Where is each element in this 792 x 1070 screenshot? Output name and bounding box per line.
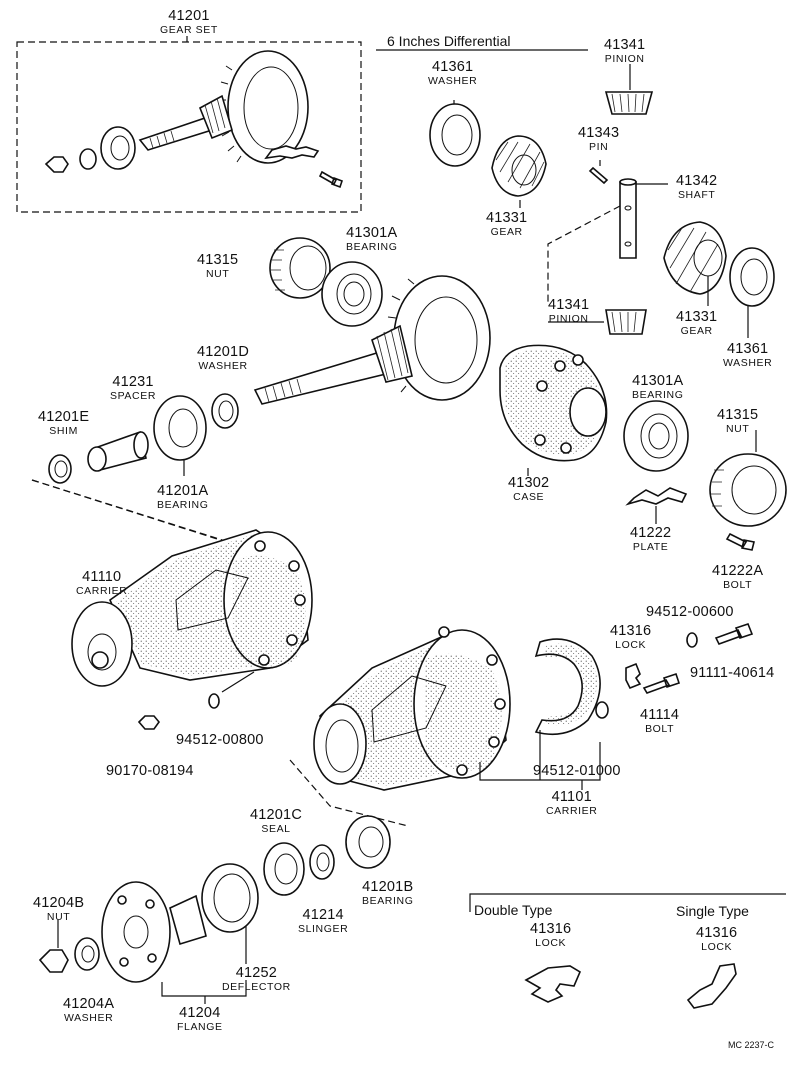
- diagram-header: 6 Inches Differential: [387, 33, 511, 49]
- bearing-41301A-right-drawing: [623, 400, 689, 472]
- gear-set-nut-drawing: [44, 156, 69, 173]
- flange-41204-drawing: [101, 881, 207, 983]
- bolt-41222A-drawing: [725, 532, 755, 551]
- lock-single-type-drawing: [686, 963, 737, 1009]
- washer-94512-00800-drawing: [208, 693, 220, 709]
- bolt-91111-drawing: [714, 623, 754, 645]
- washer-41204A-drawing: [74, 937, 100, 971]
- single-type-label: Single Type: [676, 903, 749, 919]
- washer-94512-01000-drawing: [595, 701, 609, 719]
- drive-pinion-shaft-drawing: [253, 324, 413, 405]
- side-gear-41331-top-drawing: [491, 135, 547, 197]
- bearing-41201B-drawing: [345, 815, 391, 869]
- lock-double-type-drawing: [524, 965, 582, 1003]
- pinion-41341-middle-drawing: [605, 309, 647, 335]
- washer-94512-00600-drawing: [686, 632, 698, 648]
- shaft-41342-drawing: [619, 178, 637, 259]
- part-label-91111-40614: 91111-40614: [690, 665, 775, 681]
- deflector-41252-drawing: [201, 863, 259, 933]
- plate-41222-drawing: [625, 487, 688, 506]
- gear-set-box: [16, 41, 362, 213]
- gear-set-plate-drawing: [264, 145, 320, 160]
- lock-41316-drawing: [625, 662, 642, 690]
- diagram-code: MC 2237-C: [728, 1040, 775, 1050]
- nut-41315-upper-drawing: [269, 237, 331, 299]
- carrier-41101-drawing: [313, 626, 511, 791]
- side-gear-41331-right-drawing: [663, 221, 727, 295]
- gear-set-bolt-drawing: [318, 170, 344, 189]
- nut-41315-right-drawing: [709, 453, 787, 527]
- pin-41343-drawing: [588, 166, 609, 185]
- carrier-41110-drawing: [71, 529, 313, 687]
- slinger-41214-drawing: [309, 844, 335, 880]
- washer-41201D-drawing: [211, 393, 239, 429]
- washer-41361-top-drawing: [429, 103, 481, 167]
- part-label-94512-00600: 94512-00600: [646, 604, 734, 620]
- washer-41361-right-drawing: [729, 247, 775, 307]
- gear-set-pinion-shaft-drawing: [138, 94, 233, 151]
- bearing-41201A-drawing: [153, 395, 207, 461]
- gear-set-ring-gear-drawing: [218, 50, 309, 164]
- part-label-90170-08194: 90170-08194: [106, 763, 194, 779]
- bolt-41114-drawing: [642, 672, 681, 694]
- pinion-41341-top-drawing: [604, 91, 654, 115]
- gear-set-washer-drawing: [79, 148, 97, 170]
- spacer-41231-drawing: [87, 430, 149, 472]
- nut-41204B-drawing: [38, 949, 69, 973]
- part-label-94512-00800: 94512-00800: [176, 732, 264, 748]
- nut-90170-drawing: [137, 715, 161, 730]
- shim-41201E-drawing: [48, 454, 72, 484]
- gear-set-bearing-drawing: [100, 126, 136, 170]
- bearing-41301A-upper-drawing: [321, 261, 383, 327]
- differential-case-drawing: [499, 344, 608, 462]
- double-type-label: Double Type: [474, 902, 553, 918]
- seal-41201C-drawing: [263, 842, 305, 896]
- part-label-94512-01000: 94512-01000: [533, 763, 621, 779]
